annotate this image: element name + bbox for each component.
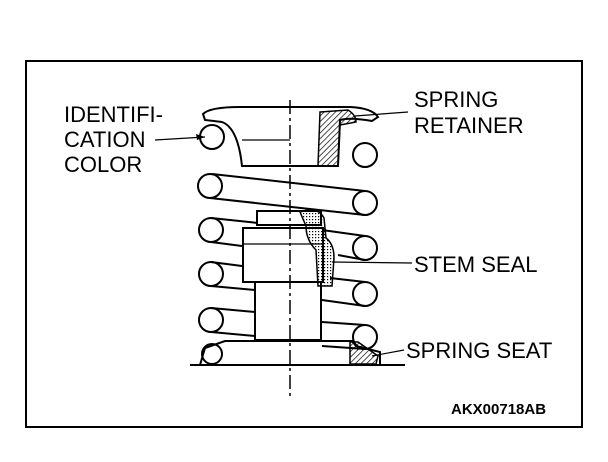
stem-seal-label: STEM SEAL bbox=[414, 252, 537, 277]
spring-retainer bbox=[201, 106, 380, 167]
spring-seat-label: SPRING SEAT bbox=[406, 338, 552, 363]
valve-spring-coils bbox=[197, 124, 378, 365]
spring-retainer-label-line1: SPRING bbox=[414, 87, 498, 112]
diagram-frame bbox=[25, 60, 583, 428]
identification-color-label-line1: IDENTIFI- bbox=[64, 102, 163, 127]
identification-color-label-line3: COLOR bbox=[64, 152, 142, 177]
stem-seal bbox=[298, 209, 335, 287]
identification-color-label-line2: CATION bbox=[64, 127, 145, 152]
spring-retainer-label-line2: RETAINER bbox=[414, 113, 524, 138]
figure-code: AKX00718AB bbox=[451, 401, 546, 418]
leader-lines bbox=[154, 111, 413, 357]
